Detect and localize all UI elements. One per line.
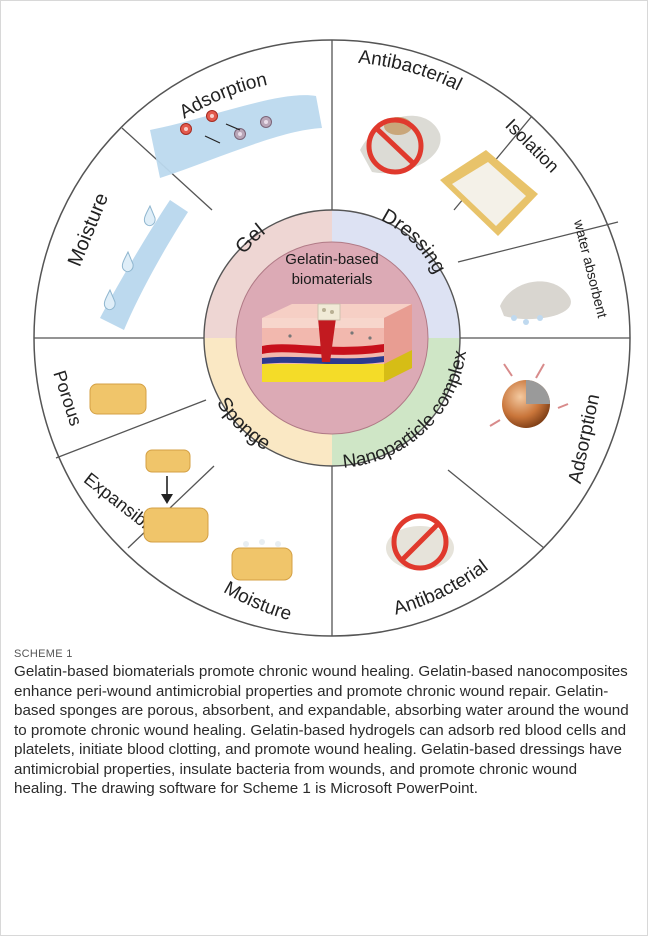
caption-label: SCHEME 1: [14, 648, 634, 660]
center-title-line2: biomaterials: [292, 271, 373, 288]
skin-wound-illustration: [262, 304, 412, 382]
figure-caption: SCHEME 1 Gelatin-based biomaterials prom…: [14, 648, 634, 799]
caption-text: Gelatin-based biomaterials promote chron…: [14, 662, 634, 799]
sponge-porous-illustration: [90, 384, 146, 414]
scheme-diagram: Gel Dressing Nanoparticle complex Sponge…: [0, 0, 648, 640]
center-title-line1: Gelatin-based: [285, 251, 378, 268]
